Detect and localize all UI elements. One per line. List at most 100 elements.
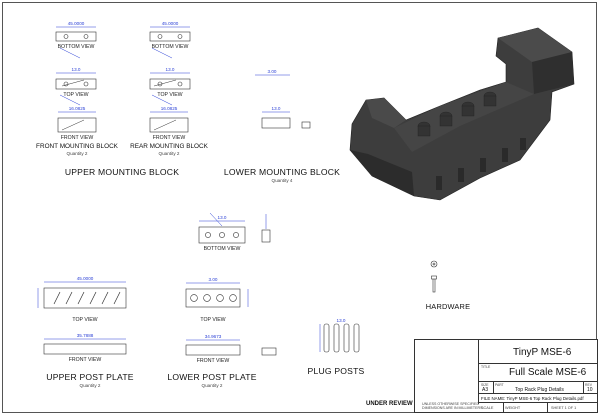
upper-post-plate-top-view-outline xyxy=(43,287,127,309)
quantity-label: Quantity 4 xyxy=(271,178,293,183)
quantity-label: Quantity 2 xyxy=(201,383,223,388)
quantity-label: Quantity 2 xyxy=(79,383,101,388)
title-row: TinyP MSE-6 xyxy=(479,340,597,364)
file-name: FILE NAME: TinyP MSE-6 Top Rack Plug Det… xyxy=(481,396,584,401)
lower-block-outline xyxy=(261,117,291,129)
lower-post-plate-top-view-outline xyxy=(185,288,241,308)
dim-text: 45.0000 xyxy=(161,21,179,26)
hardware-screw-head xyxy=(431,275,437,280)
view-label: TOP VIEW xyxy=(157,92,183,98)
section-title-front-mounting: FRONT MOUNTING BLOCK xyxy=(36,143,118,150)
dim-text: 16.0825 xyxy=(160,106,178,111)
dim-text: 16.0825 xyxy=(68,106,86,111)
part-name: Top Rack Plug Details xyxy=(515,387,564,393)
small-part-outline xyxy=(261,347,277,356)
hole xyxy=(205,232,211,238)
front-block-top-view-outline xyxy=(55,78,97,90)
dim-text: 13.0 xyxy=(271,106,281,111)
rear-block-bottom-view-outline xyxy=(149,31,191,42)
section-title-hardware: HARDWARE xyxy=(425,302,471,311)
section-title-plug-posts: PLUG POSTS xyxy=(307,366,365,376)
sheet-label: SHEET 1 OF 1 xyxy=(551,406,577,410)
part-field-label: PART xyxy=(495,383,504,387)
view-label: BOTTOM VIEW xyxy=(151,44,189,50)
view-label: FRONT VIEW xyxy=(152,135,186,141)
slot xyxy=(113,291,121,305)
lower-post-plate-front-outline xyxy=(185,344,241,356)
lower-block-side-outline xyxy=(301,121,311,129)
view-label: FRONT VIEW xyxy=(68,357,102,363)
plug-post xyxy=(323,323,330,353)
dim-text: 45.0000 xyxy=(67,21,85,26)
hole xyxy=(216,294,224,302)
hardware-nut-hole xyxy=(432,262,436,266)
plug-post xyxy=(353,323,360,353)
front-block-front-view-outline xyxy=(57,117,97,133)
groove xyxy=(153,79,177,87)
dim-text: 35.7888 xyxy=(76,333,94,338)
groove xyxy=(61,119,85,131)
dim-text: 13.0 xyxy=(336,318,346,323)
front-block-bottom-view-outline xyxy=(55,31,97,42)
hole xyxy=(233,232,239,238)
view-label: FRONT VIEW xyxy=(60,135,94,141)
title-block: TinyP MSE-6 TITLE Full Scale MSE-6 SIZE … xyxy=(414,339,598,413)
hole xyxy=(219,232,225,238)
logo-cell xyxy=(415,340,479,404)
size-field-label: SIZE xyxy=(481,383,489,387)
hole xyxy=(83,34,89,39)
render-peg xyxy=(436,176,442,190)
leader xyxy=(151,94,173,106)
plug-post xyxy=(333,323,340,353)
view-label: FRONT VIEW xyxy=(196,358,230,364)
groove xyxy=(153,119,177,131)
isometric-part-render xyxy=(349,27,575,201)
center-block-bottom-view-outline xyxy=(198,226,246,244)
view-label: TOP VIEW xyxy=(63,92,89,98)
scale-label: SCALE xyxy=(481,406,494,410)
dim-text: 13.0 xyxy=(165,67,175,72)
slot xyxy=(101,291,109,305)
leader xyxy=(151,47,173,59)
center-block-side-outline xyxy=(261,229,271,243)
rev-value: 10 xyxy=(587,387,593,393)
dimension-note: UNLESS OTHERWISE SPECIFIED DIMENSIONS AR… xyxy=(422,402,483,410)
part-row: SIZE A3 PART Top Rack Plug Details REV 1… xyxy=(479,382,597,394)
dim-text: 45.0000 xyxy=(76,276,94,281)
view-label: TOP VIEW xyxy=(72,317,98,323)
slot xyxy=(77,291,85,305)
view-label: TOP VIEW xyxy=(200,317,226,323)
hole xyxy=(177,34,183,39)
subtitle-row: TITLE Full Scale MSE-6 xyxy=(479,364,597,382)
hole xyxy=(229,294,237,302)
footer-row: SCALE WEIGHT SHEET 1 OF 1 xyxy=(479,402,597,412)
file-row: FILE NAME: TinyP MSE-6 Top Rack Plug Det… xyxy=(479,394,597,404)
render-stud xyxy=(417,125,431,137)
dim-text: 3.00 xyxy=(267,69,277,74)
slot xyxy=(65,291,73,305)
upper-post-plate-front-outline xyxy=(43,343,127,355)
hole xyxy=(177,81,183,87)
section-title-upper-mounting: UPPER MOUNTING BLOCK xyxy=(64,167,180,177)
size-value: A3 xyxy=(482,387,489,393)
render-stud xyxy=(439,115,453,127)
view-label: BOTTOM VIEW xyxy=(57,44,95,50)
section-title-lower-post-plate: LOWER POST PLATE xyxy=(167,372,257,382)
groove xyxy=(61,79,85,87)
hole xyxy=(83,81,89,87)
dim-text: 13.0 xyxy=(217,215,227,220)
quantity-label: Quantity 2 xyxy=(158,151,180,156)
dim-text: 34.9673 xyxy=(204,334,222,339)
leader xyxy=(209,212,223,227)
hole xyxy=(157,34,163,39)
drawing-title: TinyP MSE-6 xyxy=(513,347,572,358)
quantity-label: Quantity 2 xyxy=(66,151,88,156)
dim-text: 3.00 xyxy=(208,277,218,282)
leader xyxy=(59,94,81,106)
hole xyxy=(190,294,198,302)
render-peg xyxy=(502,148,508,162)
title-field-label: TITLE xyxy=(481,365,491,369)
render-stud xyxy=(483,95,497,107)
sheet-border xyxy=(2,2,597,413)
